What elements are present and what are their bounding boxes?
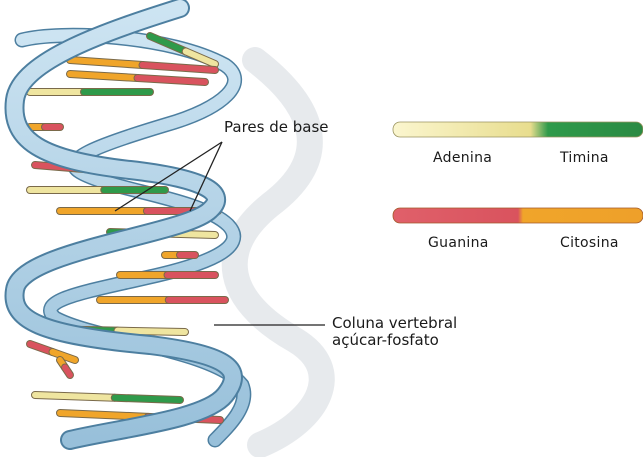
legend-at-bar bbox=[393, 122, 643, 137]
legend-cytosine-label: Citosina bbox=[560, 235, 619, 251]
base-pair-rung bbox=[70, 60, 215, 70]
legend-guanine-label: Guanina bbox=[428, 235, 489, 251]
base-pair-rung bbox=[60, 360, 70, 375]
rung-segment bbox=[118, 331, 186, 332]
legend-gc-bar bbox=[393, 208, 643, 223]
rung-segment bbox=[60, 413, 148, 417]
legend-thymine-label: Timina bbox=[559, 150, 609, 166]
legend-gc-pair: Guanina Citosina bbox=[393, 208, 643, 251]
rung-segment bbox=[138, 78, 206, 82]
rung-segment bbox=[115, 398, 180, 400]
rung-segment bbox=[35, 395, 115, 398]
backbone-label-line1: Coluna vertebral bbox=[332, 314, 457, 332]
rung-segment bbox=[65, 368, 70, 376]
legend: Adenina Timina Guanina Citosina bbox=[393, 122, 643, 251]
base-pair-rung bbox=[30, 344, 75, 360]
legend-at-pair: Adenina Timina bbox=[393, 122, 643, 166]
rung-segment bbox=[70, 74, 138, 78]
base-pair-rung bbox=[35, 395, 180, 400]
backbone-label-line2: açúcar-fosfato bbox=[332, 331, 439, 349]
base-pairs-label: Pares de base bbox=[224, 118, 329, 136]
base-pair-rung bbox=[70, 74, 205, 82]
legend-adenine-label: Adenina bbox=[433, 150, 492, 166]
